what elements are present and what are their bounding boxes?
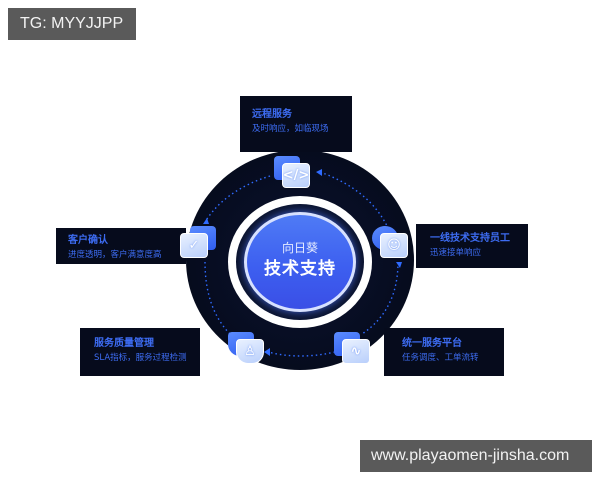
node-title: 客户确认 [68, 235, 108, 246]
core-badge: 向日葵 技术支持 [244, 212, 356, 312]
node-card-platform: 统一服务平台 任务调度、工单流转 [384, 328, 504, 376]
node-desc: 进度透明，客户满意度高 [68, 250, 162, 260]
node-title: 一线技术支持员工 [430, 233, 510, 244]
support-user-icon: ☺ [372, 226, 408, 258]
node-card-staff: 一线技术支持员工 迅速接单响应 [416, 224, 528, 268]
node-desc: SLA指标，服务过程检测 [94, 353, 187, 363]
shield-user-icon: ♙ [228, 332, 264, 364]
node-desc: 迅速接单响应 [430, 248, 482, 258]
node-title: 远程服务 [252, 109, 292, 120]
node-card-quality: 服务质量管理 SLA指标，服务过程检测 [80, 328, 200, 376]
core-brand: 向日葵 [281, 241, 318, 255]
node-title: 服务质量管理 [94, 338, 154, 349]
node-title: 统一服务平台 [402, 338, 462, 349]
check-icon: ✓ [180, 226, 216, 258]
node-desc: 任务调度、工单流转 [402, 353, 479, 363]
core-title: 技术支持 [264, 259, 336, 279]
node-card-confirm: 客户确认 进度透明，客户满意度高 [56, 228, 186, 264]
node-desc: 及时响应，如临现场 [252, 124, 329, 134]
watermark-top-left: TG: MYYJJPP [8, 8, 136, 40]
code-icon: </> [274, 156, 310, 188]
route-icon: ∿ [334, 332, 370, 364]
watermark-bottom-right: www.playaomen-jinsha.com [360, 440, 592, 472]
node-card-remote: 远程服务 及时响应，如临现场 [240, 96, 352, 152]
